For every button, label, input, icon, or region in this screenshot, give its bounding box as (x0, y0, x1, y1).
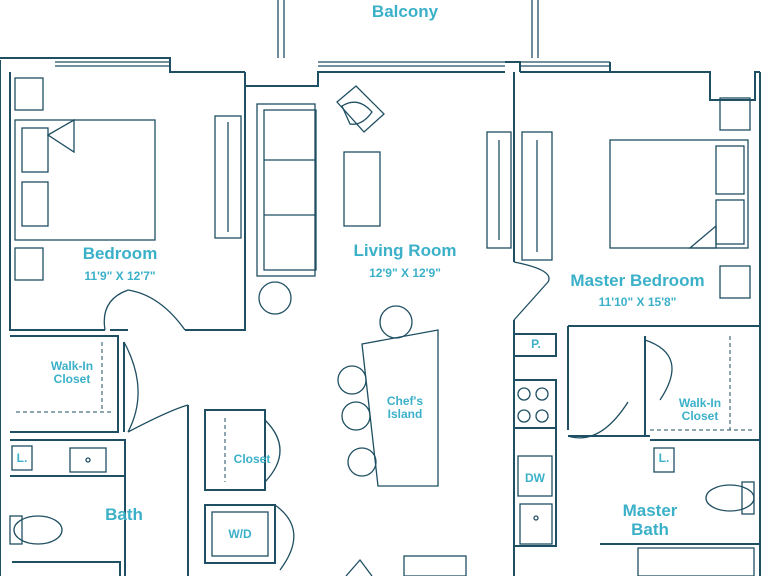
linen-left-label: L. (16, 451, 28, 465)
walk-in-closet-right-label: Walk-In Closet (660, 396, 740, 424)
master-bath-line1: Master (622, 501, 678, 520)
walk-in-closet-left-line1: Walk-In (50, 359, 94, 373)
balcony-label: Balcony (371, 2, 439, 21)
walk-in-closet-left-label: Walk-In Closet (32, 359, 112, 387)
bedroom-dimensions: 11'9" X 12'7" (84, 269, 156, 283)
closet-label: Closet (233, 452, 271, 466)
pantry-label: P. (531, 337, 541, 351)
master-bath-label: Master Bath (610, 501, 690, 539)
washer-dryer-label: W/D (228, 527, 252, 541)
dishwasher-label: DW (525, 471, 545, 485)
master-bedroom-dimensions: 11'10" X 15'8" (598, 295, 677, 309)
chefs-island-line1: Chef's (386, 394, 424, 408)
bath-label: Bath (105, 505, 143, 524)
bedroom-label: Bedroom (82, 244, 158, 263)
chefs-island-label: Chef's Island (370, 394, 440, 422)
walk-in-closet-right-line2: Closet (681, 409, 719, 424)
walk-in-closet-right-line1: Walk-In (678, 396, 722, 410)
chefs-island-line2: Island (387, 407, 423, 422)
walk-in-closet-left-line2: Closet (53, 372, 91, 387)
living-room-dimensions: 12'9" X 12'9" (369, 266, 441, 280)
master-bath-line2: Bath (631, 519, 669, 539)
linen-right-label: L. (658, 451, 670, 465)
master-bedroom-label: Master Bedroom (570, 271, 705, 290)
living-room-label: Living Room (353, 241, 457, 260)
